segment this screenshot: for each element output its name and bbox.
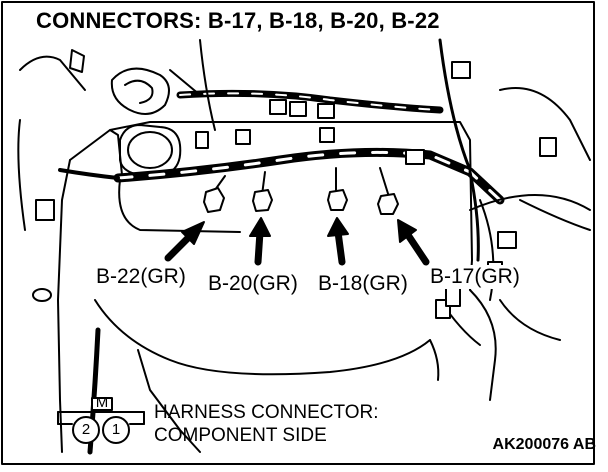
branch-wires xyxy=(214,167,391,201)
connector-b-22 xyxy=(203,187,225,213)
arrow-b-22 xyxy=(164,221,205,262)
legend-pin-2: 2 xyxy=(81,421,91,438)
arrow-b-18 xyxy=(327,217,349,266)
figure-frame xyxy=(1,1,595,465)
legend-pin-1: 1 xyxy=(111,421,121,438)
callout-b-17: B-17(GR) xyxy=(428,265,522,289)
legend-connector-symbol xyxy=(57,397,145,444)
arrow-b-20 xyxy=(249,217,271,266)
arrow-b-17 xyxy=(397,219,430,266)
connector-b-20 xyxy=(252,189,273,212)
target-connectors xyxy=(203,187,399,215)
legend-line-1: HARNESS CONNECTOR: xyxy=(154,402,379,423)
legend-symbol-letter: M xyxy=(95,394,109,411)
callout-b-22: B-22(GR) xyxy=(94,265,188,289)
main-harness xyxy=(58,38,591,455)
pointer-arrows xyxy=(164,217,430,266)
engine-outline xyxy=(17,55,591,453)
filler-cap xyxy=(119,124,182,176)
legend-line-2: COMPONENT SIDE xyxy=(154,425,327,446)
callout-b-18: B-18(GR) xyxy=(316,272,410,296)
connector-b-17 xyxy=(377,193,399,215)
figure-code: AK200076 AB xyxy=(492,436,596,453)
connector-b-18 xyxy=(327,189,348,211)
diagram-title: CONNECTORS: B-17, B-18, B-20, B-22 xyxy=(33,8,443,34)
callout-b-20: B-20(GR) xyxy=(206,272,300,296)
